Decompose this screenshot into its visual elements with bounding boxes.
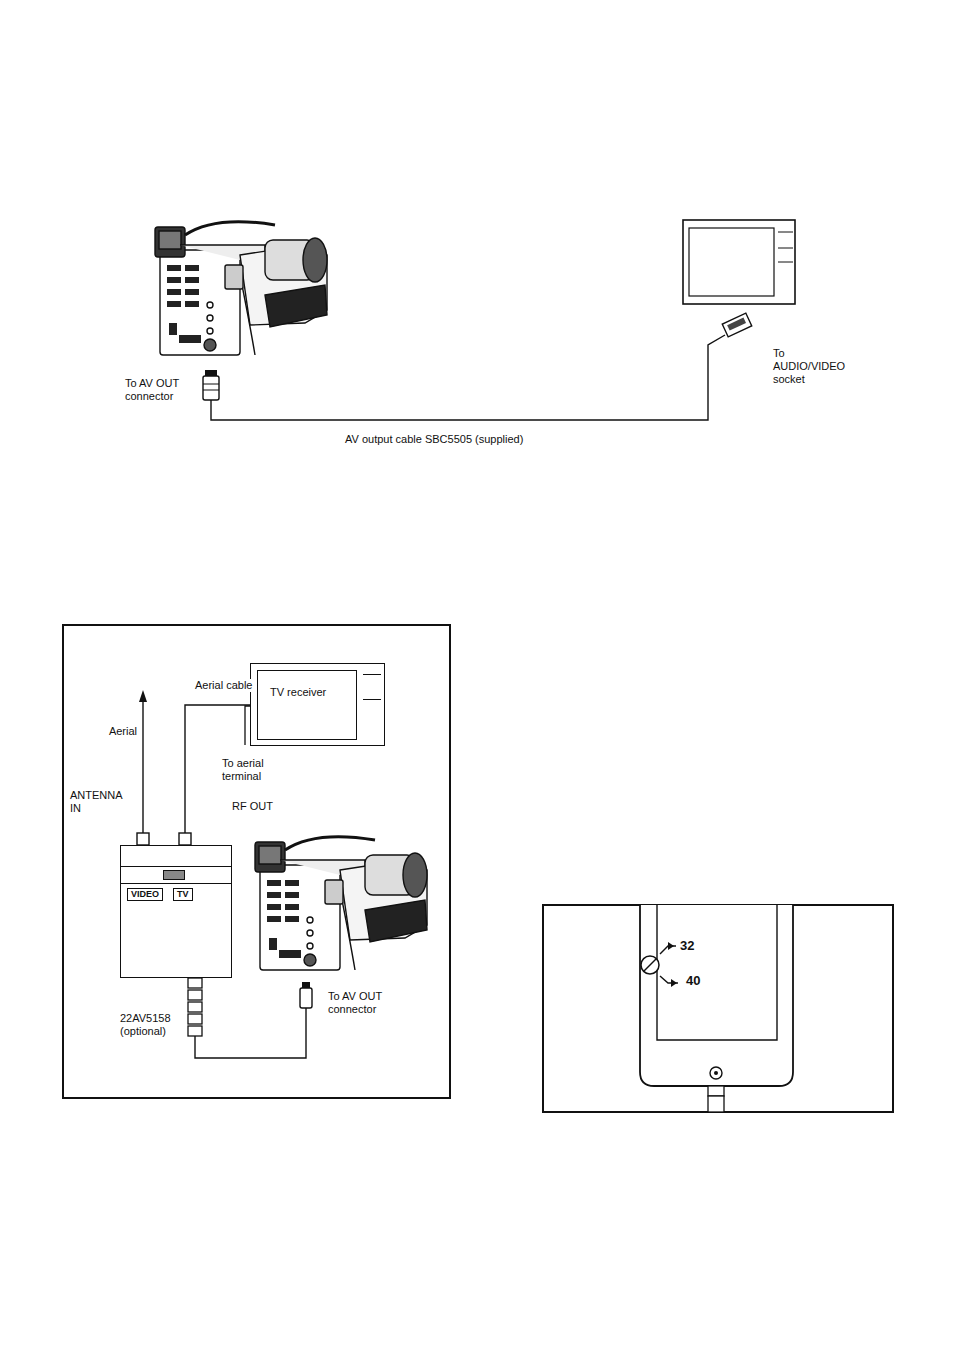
tv-receiver: TV receiver [250, 663, 385, 746]
callout-label: To aerial terminal [222, 757, 284, 783]
callout-label: 40 [686, 973, 710, 988]
callout-label: To AUDIO/VIDEO socket [773, 347, 853, 386]
switch-position: VIDEO [127, 888, 163, 901]
callout-label: To AV OUT connector [125, 377, 200, 403]
rf-modulator: VIDEO TV [120, 845, 232, 978]
callout-label: RF OUT [232, 800, 292, 813]
tv-controls [363, 674, 381, 700]
slide-switch [163, 870, 185, 880]
callout-label: To AV OUT connector [328, 990, 406, 1016]
switch-position: TV [173, 888, 193, 901]
callout-label: Aerial [85, 725, 137, 738]
callout-label: 32 [680, 938, 704, 953]
callout-label: 22AV5158 (optional) [120, 1012, 192, 1038]
callout-label: ANTENNA IN [70, 789, 130, 815]
node-text: TV receiver [270, 685, 350, 699]
tv-screen: TV receiver [257, 670, 357, 740]
callout-label: AV output cable SBC5505 (supplied) [345, 433, 575, 446]
edge-label: Aerial cable [193, 679, 254, 692]
